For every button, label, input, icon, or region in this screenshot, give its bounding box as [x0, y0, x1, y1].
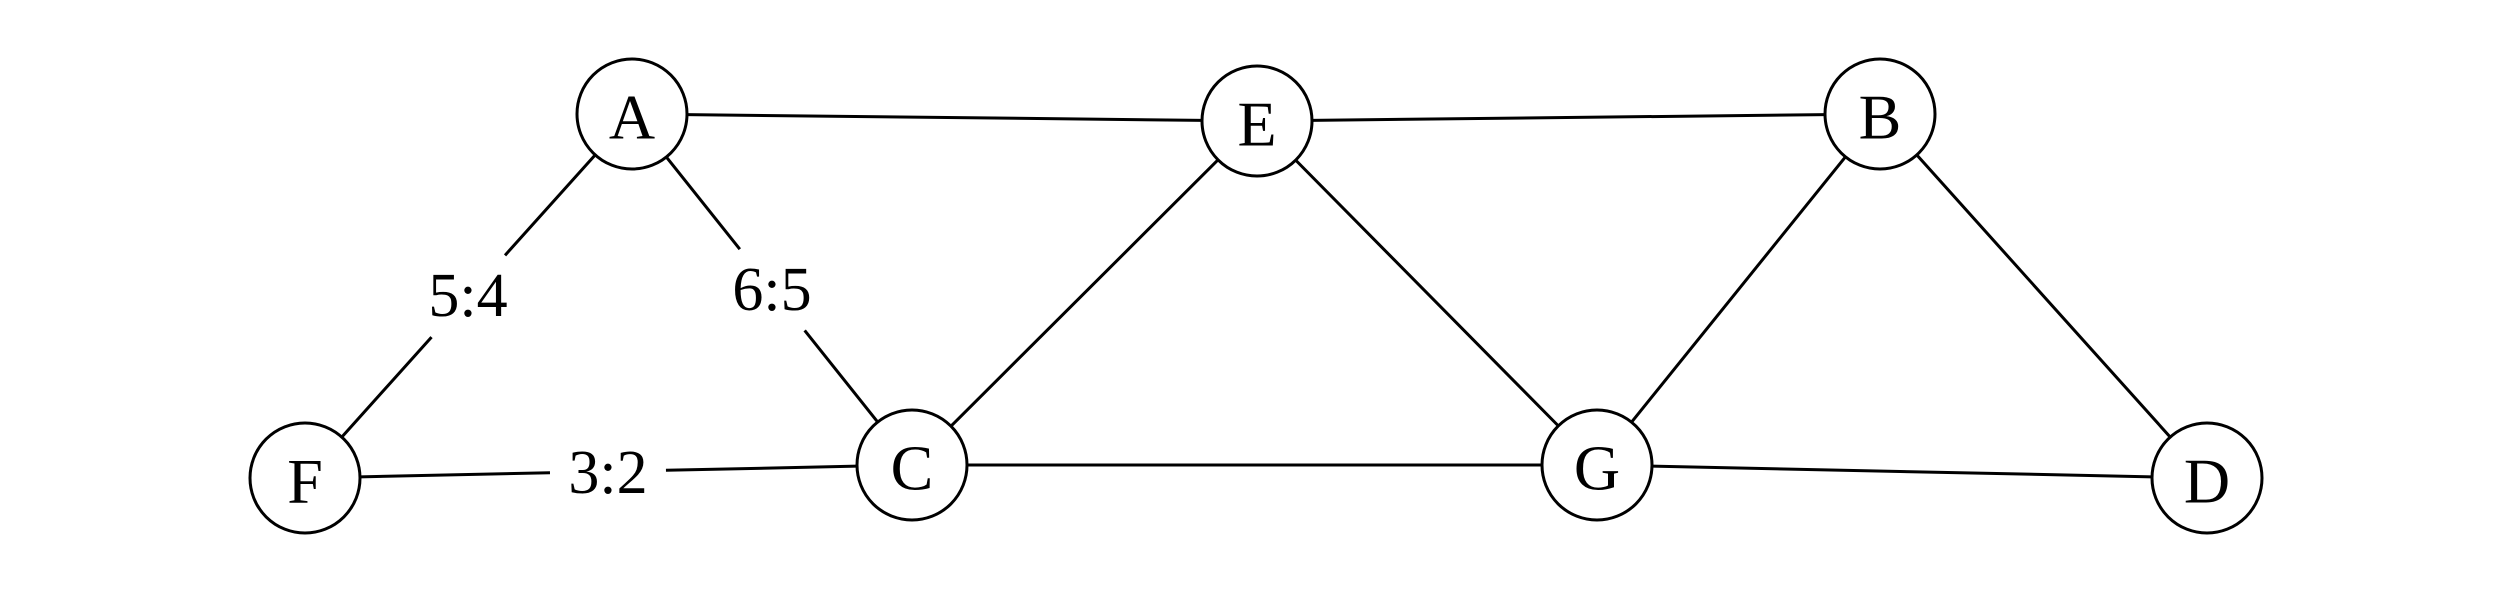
edge-line [1915, 153, 2172, 439]
node-label: G [1574, 433, 1620, 504]
edge-label: 6:5 [732, 256, 811, 324]
edge-segment [359, 471, 551, 479]
edges-layer: 5:4 6:5 3:2 [340, 113, 2172, 507]
edge-line [1311, 113, 1826, 122]
edge-g-d [1651, 464, 2153, 479]
edge-line [686, 113, 1203, 122]
node-circle [855, 408, 969, 522]
edge-label: 5:4 [428, 262, 507, 330]
node-circle [1540, 408, 1654, 522]
node-label: D [2184, 446, 2230, 517]
node-circle [1823, 57, 1937, 171]
edge-g-b [1630, 155, 1847, 424]
nodes-layer: A E B F C G D [248, 57, 2264, 535]
edge-f-c: 3:2 [359, 439, 858, 507]
node-circle [1200, 64, 1314, 178]
node-circle [575, 57, 689, 171]
edge-a-c: 6:5 [665, 156, 879, 423]
edge-line [1630, 155, 1847, 424]
edge-e-b [1311, 113, 1826, 122]
edge-line [949, 158, 1220, 428]
node-g: G [1540, 408, 1654, 522]
node-circle [248, 421, 362, 535]
edge-segment [665, 156, 741, 251]
edge-label: 3:2 [568, 439, 647, 507]
node-a: A [575, 57, 689, 171]
node-circle [2150, 421, 2264, 535]
edge-segment [340, 336, 433, 439]
edge-a-f: 5:4 [340, 153, 597, 439]
edge-segment [665, 464, 858, 472]
edge-line [1651, 464, 2153, 479]
node-c: C [855, 408, 969, 522]
node-e: E [1200, 64, 1314, 178]
edge-c-e [949, 158, 1220, 428]
node-f: F [248, 421, 362, 535]
edge-segment [803, 329, 879, 423]
edge-line [1294, 159, 1560, 427]
node-label: C [891, 433, 934, 504]
edge-e-g [1294, 159, 1560, 427]
edge-b-d [1915, 153, 2172, 439]
node-label: F [287, 446, 323, 517]
node-label: A [609, 82, 655, 153]
node-label: B [1859, 82, 1902, 153]
node-b: B [1823, 57, 1937, 171]
node-label: E [1237, 89, 1276, 160]
node-d: D [2150, 421, 2264, 535]
edge-a-e [686, 113, 1203, 122]
edge-segment [503, 153, 597, 257]
